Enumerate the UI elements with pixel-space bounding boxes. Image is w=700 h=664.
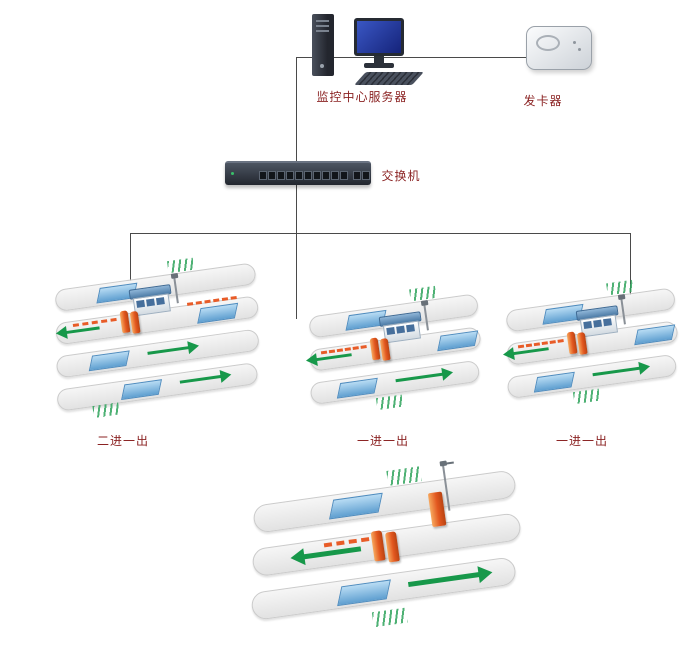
monitoring-server-icon xyxy=(312,12,424,90)
station-2-label: 一进一出 xyxy=(356,434,409,448)
toll-station-3 xyxy=(497,279,689,411)
toll-station-2 xyxy=(300,285,492,417)
switch-port xyxy=(313,171,321,180)
switch-port xyxy=(353,171,361,180)
keyboard-icon xyxy=(354,72,424,85)
lane-marking xyxy=(92,402,120,418)
station-3-label: 一进一出 xyxy=(555,434,608,448)
switch-port xyxy=(268,171,276,180)
toll-station-4 xyxy=(238,460,539,646)
monitor-icon xyxy=(354,18,404,56)
server-label: 监控中心服务器 xyxy=(316,90,408,104)
lane-marking xyxy=(572,388,601,405)
card-issuer-label: 发卡器 xyxy=(523,94,563,108)
connector-line xyxy=(296,181,297,233)
switch-port xyxy=(331,171,339,180)
connector-line xyxy=(130,233,131,289)
lane-marking xyxy=(375,394,404,411)
computer-tower-icon xyxy=(312,14,334,76)
switch-port xyxy=(304,171,312,180)
switch-label: 交换机 xyxy=(381,169,421,183)
monitor-stand xyxy=(374,56,384,63)
switch-port xyxy=(295,171,303,180)
switch-port xyxy=(277,171,285,180)
network-switch-icon xyxy=(225,161,371,185)
toll-station-1 xyxy=(42,257,274,423)
monitor-base xyxy=(364,63,394,68)
led-dot xyxy=(573,41,576,44)
monitor-screen xyxy=(357,21,401,53)
connector-line xyxy=(130,233,631,234)
connector-line xyxy=(630,233,631,304)
connector-line xyxy=(296,57,540,58)
connector-line xyxy=(296,57,297,163)
switch-port xyxy=(340,171,348,180)
station-1-label: 二进一出 xyxy=(96,434,149,448)
switch-led xyxy=(231,172,234,175)
switch-port xyxy=(362,171,370,180)
antenna-ring-icon xyxy=(536,35,560,51)
switch-port xyxy=(259,171,267,180)
switch-port xyxy=(322,171,330,180)
connector-line xyxy=(296,233,297,319)
led-dot xyxy=(578,48,581,51)
switch-port xyxy=(286,171,294,180)
card-issuer-icon xyxy=(526,26,592,70)
lane-marking xyxy=(371,607,408,628)
